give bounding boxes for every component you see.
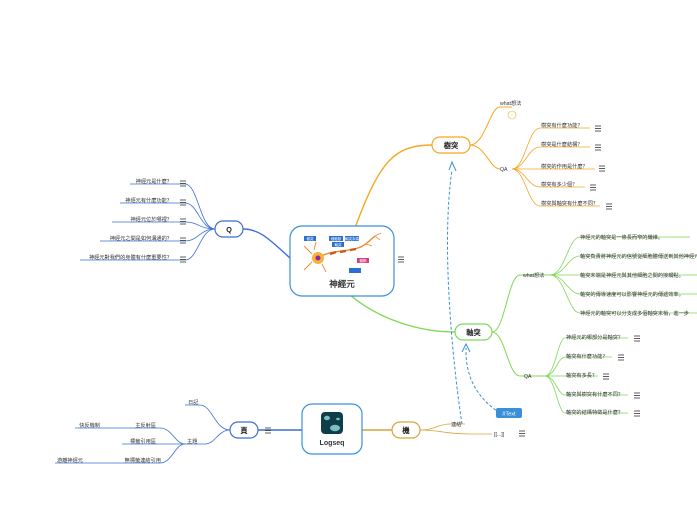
- central-label: 神經元: [329, 279, 355, 289]
- axon-what-item-1[interactable]: 軸突負責將神經元的信號從細胞體傳送到其他神經元: [580, 252, 697, 260]
- ref-dendrite: [447, 169, 463, 425]
- menu-icon[interactable]: [603, 335, 640, 417]
- edge-axon-qa: [491, 331, 545, 377]
- edge-axon-what: [491, 274, 550, 333]
- dendrite-label: 樹突: [444, 141, 459, 150]
- page-node[interactable]: 頁: [229, 421, 259, 439]
- machine-label: 機: [402, 426, 410, 435]
- menu-icon[interactable]: [398, 256, 404, 263]
- q-question-4[interactable]: 神經元對我們的身體有什麼重要性？: [89, 253, 172, 261]
- dendrite-question-4[interactable]: 樹突與軸突有什麼不同？: [541, 199, 598, 207]
- menu-icon[interactable]: [265, 427, 271, 434]
- page-sub-item-1[interactable]: 標籤引用區: [130, 437, 156, 445]
- neuron-tag-3: 軸突: [335, 242, 343, 247]
- axon-what-item-3[interactable]: 軸突的傳導速度可以影響神經元的傳遞效率。: [580, 290, 684, 298]
- neuron-tag-1: 細胞核: [331, 236, 342, 241]
- q-question-3[interactable]: 神經元之間是如何溝通的？: [110, 234, 172, 242]
- q-question-2[interactable]: 神經元位於哪裡？: [130, 215, 172, 223]
- dendrite-what: what想法: [500, 99, 521, 107]
- page-leaf-0[interactable]: 快反機制: [79, 421, 100, 429]
- edge-center-dendrite: [354, 144, 433, 229]
- edge-dendrite-qa: [469, 144, 501, 170]
- edge-dendrite-what: [469, 106, 512, 146]
- connectors: [55, 106, 697, 464]
- axon-question-4[interactable]: 軸突的結構特徵是什麼？: [566, 408, 623, 416]
- q-question-0[interactable]: 神經元是什麼？: [136, 177, 172, 185]
- axon-node[interactable]: 軸突: [454, 323, 493, 341]
- logseq-label: Logseq: [320, 440, 345, 447]
- neuron-image-icon: 樹突 細胞核 軸突末端 軸突 髓鞘: [300, 232, 384, 276]
- tag-chip[interactable]: #Text: [496, 408, 522, 418]
- edge-center-q: [242, 228, 291, 259]
- menu-icon[interactable]: [519, 430, 525, 437]
- neuron-tag-4: 髓鞘: [360, 258, 368, 263]
- q-question-1[interactable]: 神經元有什麼功能？: [125, 196, 172, 204]
- neuron-tag-2: 軸突末端: [345, 236, 359, 241]
- menu-icon[interactable]: [180, 180, 186, 263]
- page-leaf-1[interactable]: 游離神經元: [57, 456, 83, 464]
- dendrite-question-3[interactable]: 樹突有多少個？: [541, 180, 577, 188]
- logseq-node[interactable]: Logseq: [301, 403, 363, 455]
- dendrite-question-0[interactable]: 樹突有什麼功能？: [541, 121, 583, 129]
- edge-center-axon: [349, 294, 456, 333]
- page-label: 頁: [240, 426, 248, 435]
- dendrite-node[interactable]: 樹突: [431, 136, 471, 154]
- axon-qa: QA: [524, 374, 532, 380]
- ref-axon: [465, 347, 501, 414]
- page-sub-item-2[interactable]: 無標籤連結引用: [125, 456, 161, 464]
- machine-link[interactable]: 連結: [451, 420, 461, 428]
- tag-chip-label: #Text: [502, 412, 516, 418]
- axon-question-0[interactable]: 神經元的哪部分是軸突？: [566, 333, 623, 341]
- machine-block[interactable]: [[...]]: [494, 432, 505, 438]
- axon-what: what想法: [523, 271, 544, 279]
- q-node[interactable]: Q: [214, 220, 244, 238]
- q-label: Q: [226, 225, 232, 234]
- menu-icon[interactable]: [590, 125, 612, 210]
- central-node[interactable]: 樹突 細胞核 軸突末端 軸突 髓鞘 神經元: [289, 225, 395, 297]
- logseq-logo-icon: [321, 412, 343, 434]
- page-journal[interactable]: 日記: [188, 398, 198, 406]
- axon-question-2[interactable]: 軸突有多長？: [566, 371, 597, 379]
- axon-what-item-2[interactable]: 軸突末端是神經元與其他細胞之間的接觸點。: [580, 271, 684, 279]
- page-topic[interactable]: 主題: [187, 437, 197, 445]
- page-sub-item-0[interactable]: 主反射區: [135, 421, 156, 429]
- add-child-icon[interactable]: [507, 110, 517, 120]
- axon-what-item-0[interactable]: 神經元的軸突是一條長而窄的纖維。: [580, 233, 663, 241]
- axon-question-1[interactable]: 軸突有什麼功能？: [566, 352, 608, 360]
- dendrite-qa: QA: [500, 167, 508, 173]
- machine-node[interactable]: 機: [391, 421, 421, 439]
- axon-question-3[interactable]: 軸突與樹突有什麼不同？: [566, 390, 623, 398]
- dendrite-question-1[interactable]: 樹突是什麼結構？: [541, 140, 583, 148]
- axon-label: 軸突: [466, 328, 481, 337]
- neuron-tag-0: 樹突: [307, 236, 315, 241]
- dendrite-question-2[interactable]: 樹突的作用是什麼？: [541, 162, 588, 170]
- axon-what-item-4[interactable]: 神經元的軸突可以分支成多個軸突末梢，進一步: [580, 309, 689, 317]
